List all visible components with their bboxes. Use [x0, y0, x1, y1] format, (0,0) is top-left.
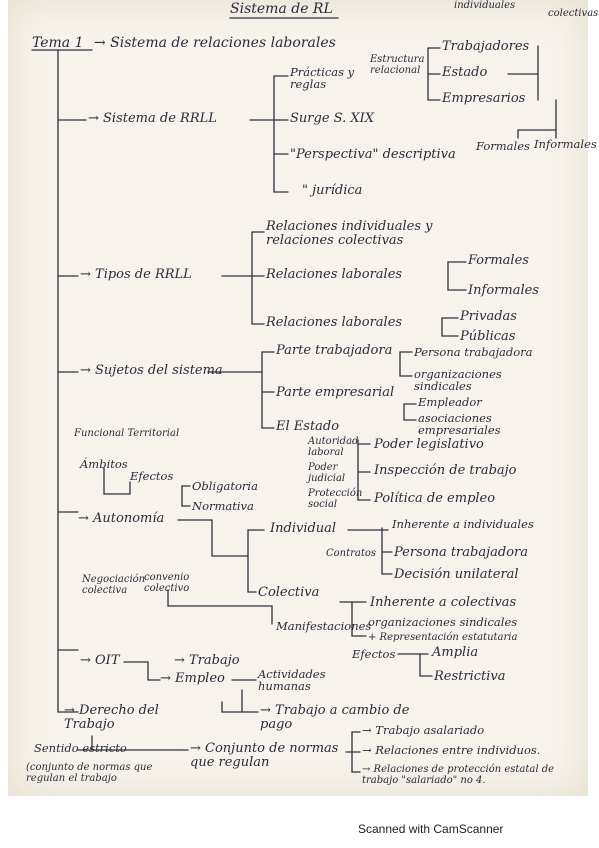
tipos-privadas: Privadas — [460, 309, 517, 324]
representacion-estatutaria: + Representación estatutaria — [368, 632, 518, 643]
perspectiva-juridica: " jurídica — [302, 183, 363, 198]
sentido-estricto: Sentido estricto — [34, 741, 127, 755]
autonomia-label: → Autonomía — [78, 511, 165, 526]
decision-unilateral: Decisión unilateral — [394, 567, 519, 582]
contratos: Contratos — [326, 548, 377, 559]
surge-sxix: Surge S. XIX — [290, 111, 374, 126]
proteccion-social: Protección social — [308, 488, 363, 510]
top-label-colectivas: colectivas — [548, 8, 599, 19]
inherente-individuales: Inherente a individuales — [392, 517, 534, 531]
parte-empresarial: Parte empresarial — [276, 385, 395, 400]
tipos-informales: Informales — [468, 283, 539, 298]
tipos-formales: Formales — [468, 253, 529, 268]
tema-label: Tema 1 — [32, 35, 84, 51]
sujetos-label: → Sujetos del sistema — [80, 363, 223, 378]
restrictiva: Restrictiva — [434, 669, 506, 684]
empleador: Empleador — [418, 395, 482, 409]
tree-connector-lines — [31, 17, 557, 773]
perspectiva-descriptiva: "Perspectiva" descriptiva — [290, 147, 456, 162]
formales-label: Formales — [476, 139, 530, 153]
trabajadores: Trabajadores — [442, 39, 530, 54]
autonomia-individual: Individual — [270, 521, 337, 536]
scanned-page: Sistema de RL individuales colectivas Te… — [8, 0, 598, 796]
poder-legislativo: Poder legislativo — [374, 437, 484, 452]
tipos-publicas: Públicas — [460, 329, 516, 344]
autoridad-laboral: Autoridad laboral — [308, 436, 359, 458]
practicas-reglas: Prácticas y reglas — [290, 65, 355, 91]
parte-trabajadora: Parte trabajadora — [276, 343, 393, 358]
autonomia-efectos: Efectos — [352, 647, 396, 661]
sistema-rrll-label: → Sistema de RRLL — [88, 111, 217, 126]
estructura-relacional: Estructura relacional — [370, 54, 425, 76]
oit-empleo: → Empleo — [160, 671, 225, 686]
camscanner-watermark: Scanned with CamScanner — [358, 822, 504, 836]
relaciones-laborales-2: Relaciones laborales — [266, 315, 403, 330]
top-label-individuales: individuales — [454, 0, 516, 11]
tipos-rrll-label: → Tipos de RRLL — [80, 267, 192, 282]
inherente-colectivas: Inherente a colectivas — [370, 595, 517, 610]
relaciones-individuos: → Relaciones entre individuos. — [362, 743, 541, 757]
amplia: Amplia — [432, 645, 479, 660]
ambitos: Ámbitos — [80, 457, 128, 471]
informales-label: Informales — [534, 137, 597, 151]
asociaciones-empresariales: asociaciones empresariales — [418, 411, 501, 437]
conjunto-normas-paren: (conjunto de normas que regulan el traba… — [26, 762, 153, 784]
persona-trabajadora: Persona trabajadora — [414, 345, 533, 359]
conjunto-normas-regulan: → Conjunto de normas que regulan — [190, 741, 339, 770]
empresarios: Empresarios — [442, 91, 526, 106]
page-title: Sistema de RL — [230, 1, 333, 17]
ambitos-efectos: Efectos — [130, 469, 174, 483]
derecho-trabajo-label: → Derecho del Trabajo — [64, 703, 159, 732]
oit-trabajo: → Trabajo — [174, 653, 240, 668]
manifestaciones: Manifestaciones — [276, 619, 372, 633]
relaciones-individuales-colectivas: Relaciones individuales y relaciones col… — [266, 219, 433, 248]
trabajo-cambio-pago: → Trabajo a cambio de pago — [260, 703, 410, 732]
inspeccion-trabajo: Inspección de trabajo — [374, 463, 517, 478]
el-estado: El Estado — [276, 419, 340, 434]
politica-empleo: Política de empleo — [374, 491, 496, 506]
oit-label: → OIT — [80, 653, 120, 668]
relaciones-proteccion: → Relaciones de protección estatal de tr… — [362, 764, 555, 786]
autonomia-colectiva: Colectiva — [258, 585, 320, 600]
poder-judicial: Poder judicial — [308, 462, 346, 484]
normativa: Normativa — [192, 499, 254, 513]
relaciones-laborales-1: Relaciones laborales — [266, 267, 403, 282]
obligatoria: Obligatoria — [192, 479, 258, 493]
organizaciones-sindicales: organizaciones sindicales — [414, 367, 502, 393]
funcional-territorial: Funcional Territorial — [74, 428, 180, 439]
negociacion-colectiva: Negociación colectiva — [82, 574, 146, 596]
estado: Estado — [442, 65, 488, 80]
trabajo-asalariado: → Trabajo asalariado — [362, 723, 485, 737]
tema-heading: → Sistema de relaciones laborales — [94, 35, 336, 51]
convenio-colectivo: convenio colectivo — [144, 572, 190, 594]
autonomia-persona-trabajadora: Persona trabajadora — [394, 545, 528, 560]
autonomia-org-sindicales: organizaciones sindicales — [368, 615, 518, 629]
actividades-humanas: Actividades humanas — [258, 667, 326, 693]
